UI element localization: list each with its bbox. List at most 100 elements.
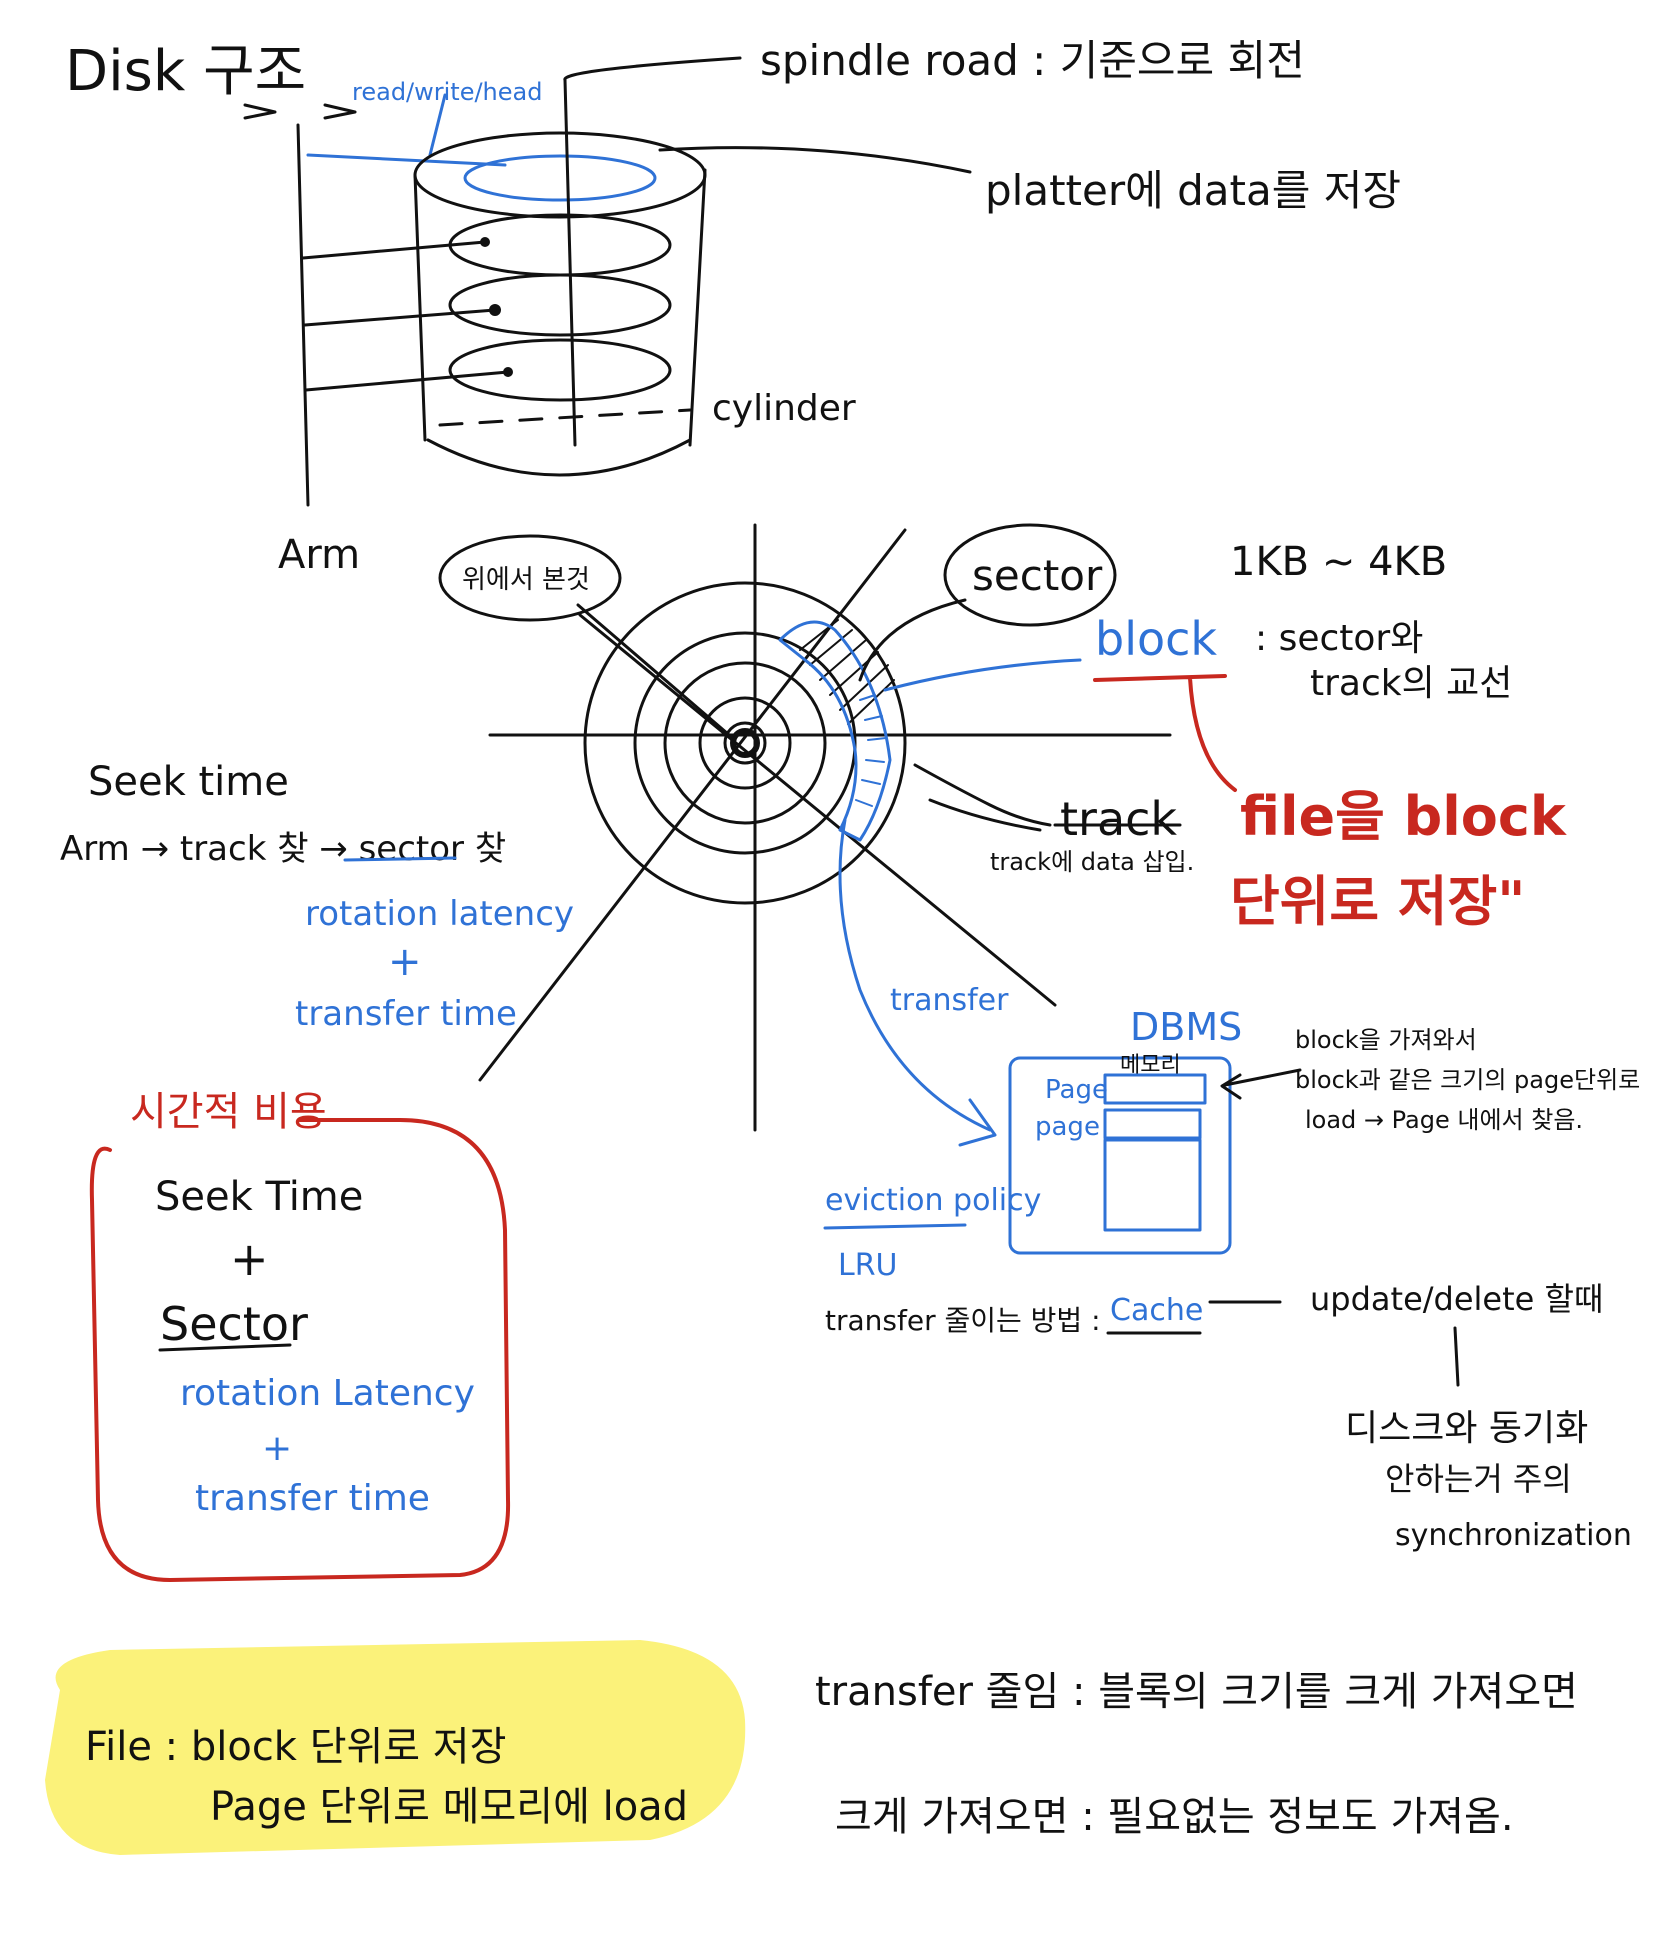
seek-flow: Arm → track 찾 → sector 찾 (60, 829, 506, 869)
page-label-1: Page (1045, 1075, 1108, 1105)
cylinder-top (413, 131, 707, 219)
eviction-label: eviction policy (825, 1183, 1041, 1218)
update-connector (1453, 1326, 1460, 1387)
update-note: update/delete 할때 (1310, 1280, 1603, 1318)
spindle-center (730, 728, 760, 758)
spindle-pointer (563, 56, 742, 82)
top-view-pointer (576, 603, 737, 742)
seek-rotation: rotation latency (305, 894, 574, 934)
disk-structure-section: Disk 구조 read/write/head spindle road : 기… (65, 36, 1401, 578)
arm-line (296, 123, 310, 507)
transfer-arrow-head-icon (958, 1098, 997, 1147)
platter-diagram: 위에서 본것 sector 1KB ~ 4KB block : sector와 … (438, 523, 1567, 1132)
time-cost-sector-underline (158, 1343, 292, 1352)
reduce-transfer-label: transfer 줄이는 방법 : (825, 1304, 1101, 1337)
platter-pointer (658, 146, 972, 174)
seek-title: Seek time (88, 759, 289, 805)
track-ring-3 (663, 661, 827, 825)
page-slot-3 (1103, 1138, 1202, 1232)
left-arrow-icon (243, 103, 277, 120)
load-note-arrow-icon (1220, 1068, 1302, 1100)
seek-notes: Seek time Arm → track 찾 → sector 찾 rotat… (60, 759, 574, 1034)
sector-underline (343, 856, 457, 862)
dbms-label: DBMS (1130, 1005, 1242, 1049)
arm-branch-1 (301, 240, 487, 260)
time-cost-rotation: rotation Latency (180, 1373, 475, 1414)
memory-box (1008, 1056, 1232, 1255)
block-region (778, 620, 892, 842)
seek-transfer: transfer time (295, 994, 517, 1034)
page-slot-1 (1103, 1073, 1207, 1105)
track-ring-1 (583, 581, 907, 905)
time-cost-plus1: + (230, 1232, 269, 1286)
block-label: block (1095, 612, 1217, 666)
eviction-underline (823, 1223, 967, 1230)
track-ring-5 (723, 721, 767, 765)
sector-bubble (943, 523, 1117, 627)
spindle-label: spindle road : 기준으로 회전 (760, 36, 1305, 85)
transfer-arrow-label: transfer (890, 983, 1009, 1018)
block-hatch (855, 694, 887, 807)
yellow-highlight (45, 1640, 746, 1855)
track-ring-2 (633, 631, 857, 855)
transfer-arrow (838, 818, 992, 1132)
file-block-line2: 단위로 저장" (1230, 870, 1525, 933)
time-cost-seek: Seek Time (155, 1174, 363, 1220)
cylinder-bottom (426, 438, 692, 477)
arm-branch-2 (303, 308, 497, 327)
sync-line1: 디스크와 동기화 (1345, 1408, 1588, 1449)
time-cost-title: 시간적 비용 (130, 1089, 327, 1135)
head-label: read/write/head (352, 78, 542, 106)
page-slot-2 (1103, 1108, 1202, 1140)
block-emphasis-stroke (1093, 674, 1237, 792)
top-view-bubble (438, 534, 622, 622)
platter-3 (448, 338, 672, 402)
time-cost-sector: Sector (160, 1297, 308, 1351)
time-cost-border (89, 1118, 511, 1582)
sector-label: sector (972, 551, 1103, 600)
lru-label: LRU (838, 1248, 898, 1283)
transfer-reduce-line: transfer 줄임 : 블록의 크기를 크게 가져오면 (815, 1669, 1578, 1715)
block-desc-line2: track의 교선 (1310, 663, 1512, 704)
highlight-line1: File : block 단위로 저장 (85, 1724, 506, 1770)
highlight-line2: Page 단위로 메모리에 load (210, 1784, 688, 1830)
track-ring-4 (698, 696, 792, 790)
head-connector (306, 153, 507, 167)
sync-line2: 안하는거 주의 (1385, 1460, 1572, 1498)
time-cost-box: 시간적 비용 Seek Time + Sector rotation Laten… (89, 1089, 511, 1582)
cylinder-left-edge (413, 173, 427, 442)
seek-plus: + (388, 939, 422, 985)
top-view-label: 위에서 본것 (462, 565, 590, 595)
load-note-line2: block과 같은 크기의 page단위로 (1295, 1066, 1640, 1094)
sync-line3: synchronization (1395, 1518, 1632, 1553)
track-pointer (913, 763, 1052, 832)
cylinder-right-edge (688, 168, 707, 447)
block-pointer (883, 658, 1082, 692)
cache-label: Cache (1110, 1293, 1203, 1328)
sector-hatch (799, 619, 895, 725)
block-desc-line1: : sector와 (1255, 618, 1423, 659)
head-pointer (428, 93, 447, 157)
page-label-2: page (1035, 1112, 1100, 1142)
axis-diagonal-2 (578, 613, 1057, 1007)
platter-2 (448, 273, 672, 337)
track-label: track (1060, 792, 1177, 846)
cylinder-hidden-edge (438, 408, 692, 427)
size-label: 1KB ~ 4KB (1230, 539, 1447, 585)
platter-label: platter에 data를 저장 (985, 166, 1401, 215)
load-note-line3: load → Page 내에서 찾음. (1305, 1106, 1583, 1134)
time-cost-plus2: + (262, 1428, 292, 1469)
bottom-notes: File : block 단위로 저장 Page 단위로 메모리에 load t… (45, 1640, 1578, 1855)
arm-branch-3 (304, 370, 510, 392)
dbms-section: transfer DBMS 메모리 Page page block을 가져와서 … (823, 818, 1640, 1553)
track-desc: track에 data 삽입. (990, 848, 1194, 876)
arm-label: Arm (278, 532, 360, 578)
right-arrow-icon (323, 103, 357, 120)
spindle-line (563, 78, 577, 447)
disk-title: Disk 구조 (65, 39, 306, 104)
cylinder-label: cylinder (712, 388, 856, 429)
file-block-line1: file을 block (1240, 785, 1567, 848)
size-tradeoff-line: 크게 가져오면 : 필요없는 정보도 가져옴. (835, 1794, 1514, 1840)
time-cost-transfer: transfer time (195, 1478, 430, 1519)
sector-pointer (858, 598, 967, 682)
